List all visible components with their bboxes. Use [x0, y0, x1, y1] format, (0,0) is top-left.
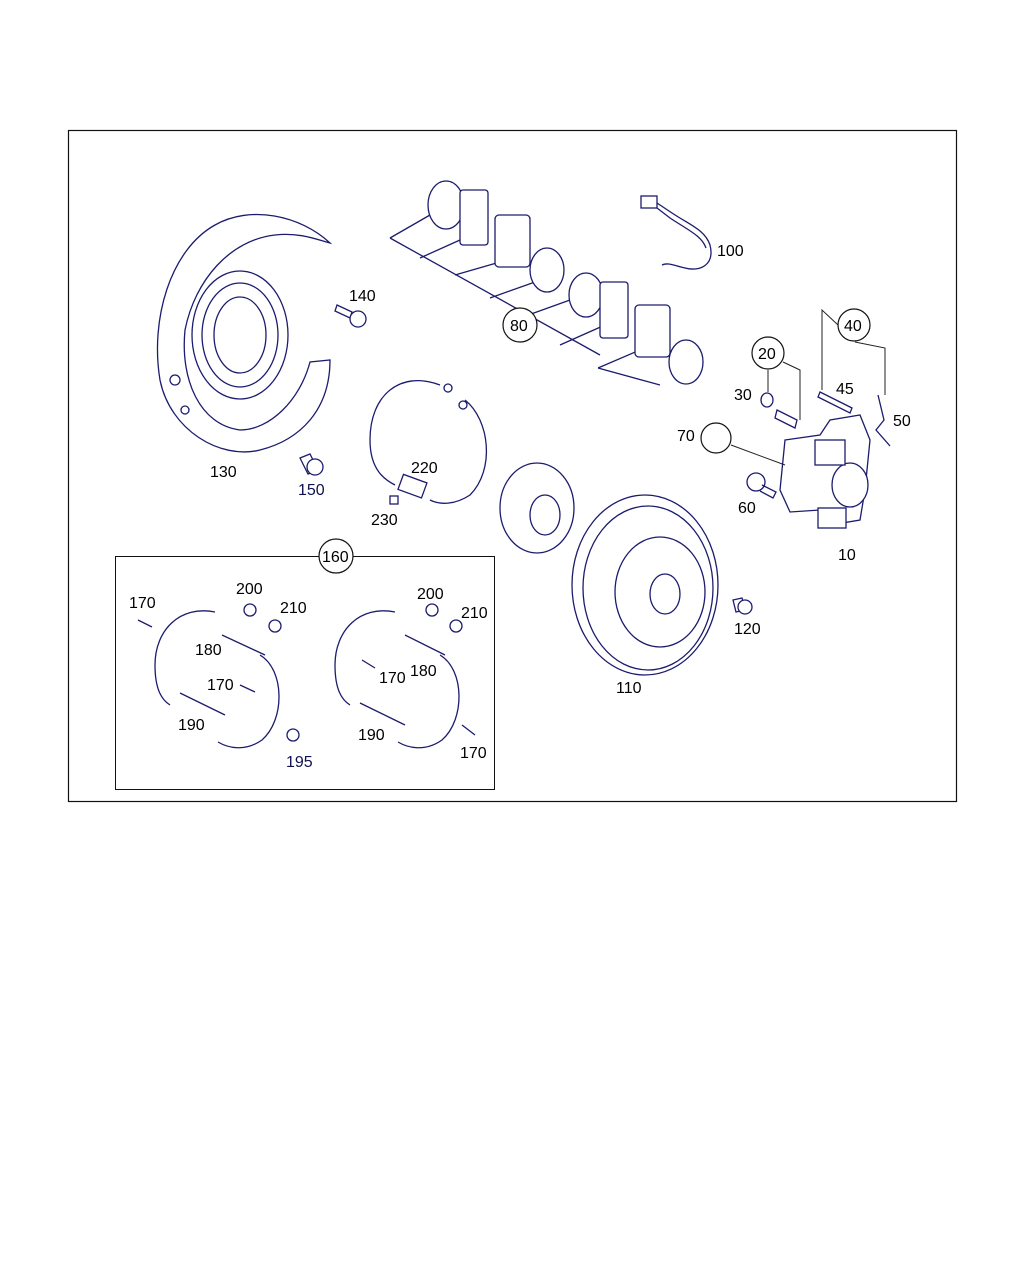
spring-50: [875, 394, 891, 447]
pin-45: [817, 391, 853, 414]
callout-circle-80: [502, 307, 538, 343]
callout-140: 140: [349, 288, 376, 305]
callout-100: 100: [717, 243, 744, 260]
kit-right-callout-200: 200: [417, 586, 444, 603]
part-230: [389, 495, 399, 505]
callout-20: 20: [758, 346, 776, 363]
callout-80: 80: [510, 318, 528, 335]
callout-circle-160: [318, 538, 354, 574]
leader-lines: [730, 308, 886, 466]
callout-circle-40: [837, 308, 871, 342]
screw-120: [732, 597, 753, 615]
callout-60: 60: [738, 500, 756, 517]
callout-150: 150: [298, 482, 325, 499]
kit-left-callout-180: 180: [195, 642, 222, 659]
wear-sensor-100: [640, 195, 712, 270]
callout-160: 160: [322, 549, 349, 566]
kit-right-shoes: [334, 603, 476, 749]
callout-30: 30: [734, 387, 752, 404]
parking-brake-shoes-220: [369, 380, 488, 504]
callout-50: 50: [893, 413, 911, 430]
kit-left-shoes: [137, 603, 300, 749]
cap-30: [760, 392, 774, 408]
brake-pads-80: [389, 180, 704, 386]
bolt-140: [334, 304, 367, 328]
callout-230: 230: [371, 512, 398, 529]
diagram-frame: [67, 129, 958, 803]
callout-40: 40: [844, 318, 862, 335]
callout-10: 10: [838, 547, 856, 564]
callout-circle-20: [751, 336, 785, 370]
callout-45: 45: [836, 381, 854, 398]
wrench-icon: [700, 422, 732, 454]
bleed-screw: [774, 409, 798, 429]
callout-220: 220: [411, 460, 438, 477]
backing-plate-130: [156, 213, 331, 453]
callout-120: 120: [734, 621, 761, 638]
kit-left-callout-170b: 170: [207, 677, 234, 694]
kit-right-callout-180: 180: [410, 663, 437, 680]
kit-right-callout-190: 190: [358, 727, 385, 744]
callout-110: 110: [616, 680, 642, 697]
caliper-10: [779, 414, 871, 529]
bolt-60: [746, 472, 777, 499]
kit-left-callout-190: 190: [178, 717, 205, 734]
brake-disc-110: [571, 494, 719, 676]
wheel-hub: [499, 462, 575, 554]
kit-right-callout-170b: 170: [460, 745, 487, 762]
callout-130: 130: [210, 464, 237, 481]
callout-70: 70: [677, 428, 695, 445]
kit-160-frame: [115, 556, 495, 790]
kit-right-callout-170a: 170: [379, 670, 406, 687]
kit-right-callout-210: 210: [461, 605, 488, 622]
kit-left-callout-200: 200: [236, 581, 263, 598]
kit-left-callout-210: 210: [280, 600, 307, 617]
kit-left-callout-195: 195: [286, 754, 313, 771]
plug-150: [299, 453, 324, 476]
kit-left-callout-170a: 170: [129, 595, 156, 612]
